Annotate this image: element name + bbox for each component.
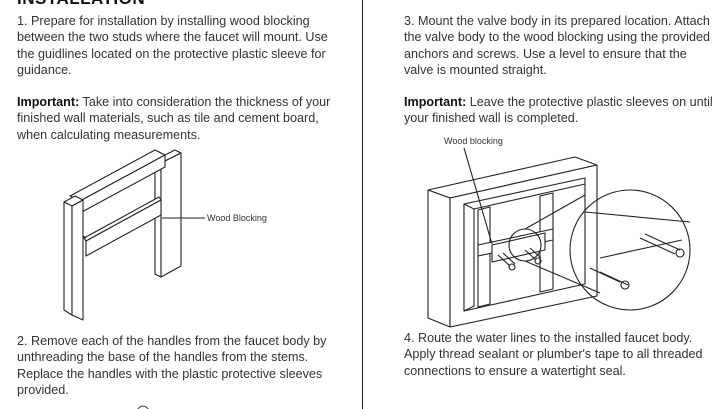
important-label-2: Important: <box>404 95 467 109</box>
important-note-1: Important: Take into consideration the t… <box>17 94 335 143</box>
column-divider <box>362 0 363 409</box>
important-note-2: Important: Leave the protective plastic … <box>404 94 716 127</box>
important-label-1: Important: <box>17 95 80 109</box>
important-text-1: Take into consideration the thickness of… <box>17 95 331 142</box>
step-2-text: 2. Remove each of the handles from the f… <box>17 334 327 397</box>
step-1-text: 1. Prepare for installation by installin… <box>17 14 328 77</box>
important-text-2: Leave the protective plastic sleeves on … <box>404 95 713 126</box>
section-heading: INSTALLATION <box>17 0 145 9</box>
step-3-text: 3. Mount the valve body in its prepared … <box>404 14 710 77</box>
step-4-text: 4. Route the water lines to the installe… <box>404 331 703 378</box>
wood-blocking-label-1: Wood Blocking <box>207 213 267 223</box>
wood-blocking-label-2: Wood blocking <box>444 136 503 146</box>
